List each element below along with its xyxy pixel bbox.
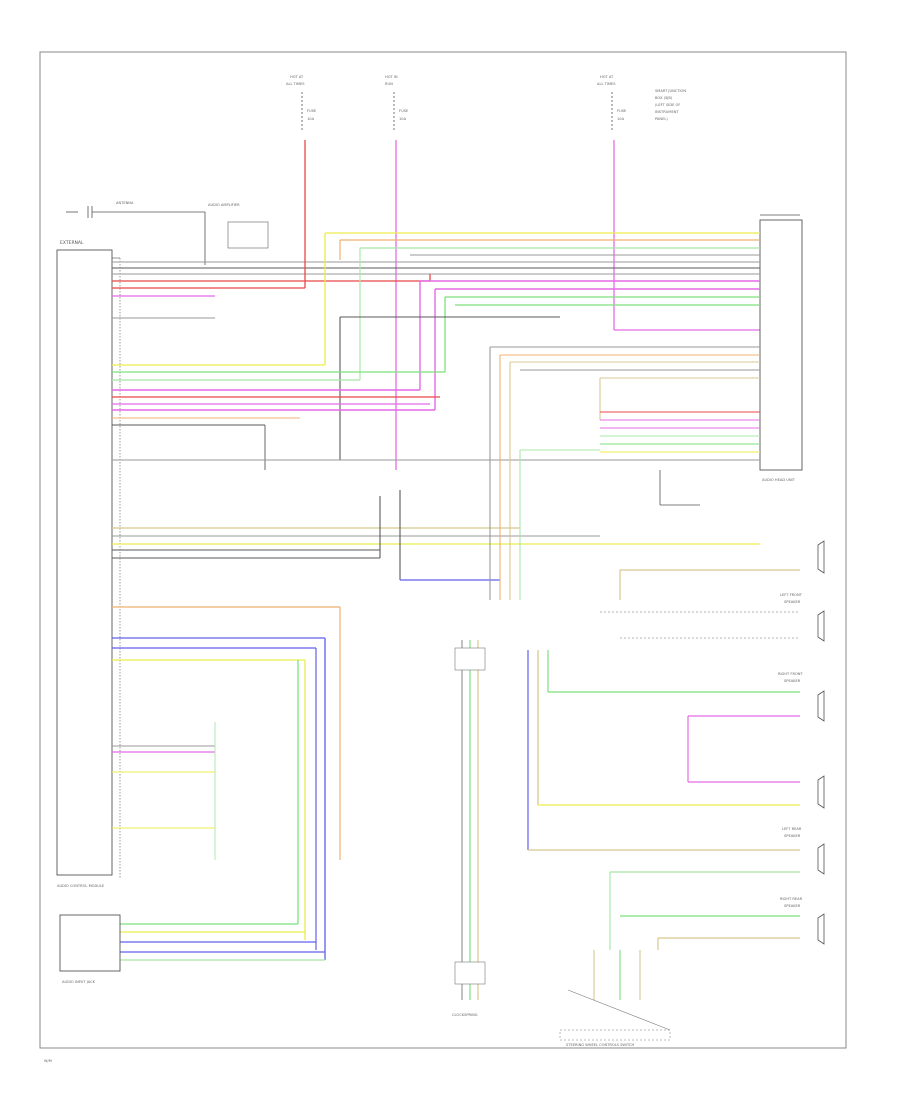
fuse-c-label-2: ALL TIMES: [597, 82, 616, 86]
antenna-block: ANTENNA AUDIO AMPLIFIER: [66, 201, 269, 265]
input-jack-body: [59, 914, 121, 972]
fuse-c-label-1: HOT AT: [600, 75, 614, 79]
middle-harness: [112, 364, 760, 581]
fuse-a-label-2: ALL TIMES: [286, 82, 305, 86]
speaker-label-4: SPEAKER: [784, 679, 801, 683]
fuse-a-label-1: HOT AT: [290, 75, 304, 79]
footer-code: W/M: [44, 1059, 52, 1063]
speaker-icon: [817, 610, 825, 642]
sjb-note-line-2: BOX (SJB): [655, 96, 673, 100]
speaker-runs: [527, 569, 800, 950]
top-harness: [112, 210, 760, 460]
lower-left-harness: [112, 606, 341, 961]
sjb-note-line-5: PANEL): [655, 117, 668, 121]
fuse-drop-c: HOT AT ALL TIMES FUSE 10A: [597, 75, 760, 331]
fuse-b-label-2: RUN: [385, 82, 393, 86]
fuse-a-fuse-rating: 10A: [307, 117, 315, 121]
fuse-drop-b: HOT IN RUN FUSE 10A: [385, 75, 409, 470]
steering-switch-caption: STEERING WHEEL CONTROLS SWITCH: [566, 1043, 634, 1047]
center-bundle: CLOCKSPRING: [452, 640, 486, 1017]
fuse-a-fuse: FUSE: [307, 109, 317, 113]
speaker-label-8: SPEAKER: [784, 904, 801, 908]
speaker-label-1: LEFT FRONT: [780, 593, 803, 597]
left-audio-module: EXTERNAL AUDIO CONTROL MODULE: [56, 240, 121, 888]
sjb-note-line-1: SMART JUNCTION: [655, 89, 686, 93]
speaker-label-3: RIGHT FRONT: [778, 672, 803, 676]
left-module-title: EXTERNAL: [60, 240, 84, 246]
speaker-icon: [817, 690, 825, 722]
speaker-label-2: SPEAKER: [784, 600, 801, 604]
speaker-label-6: SPEAKER: [784, 834, 801, 838]
diagram-frame: [39, 51, 847, 1049]
steering-wheel-switch: STEERING WHEEL CONTROLS SWITCH: [559, 950, 671, 1047]
fuse-b-fuse-rating: 10A: [399, 117, 407, 121]
fuse-c-fuse: FUSE: [617, 109, 627, 113]
clockspring-caption: CLOCKSPRING: [452, 1013, 478, 1017]
fuse-drop-a: HOT AT ALL TIMES FUSE 10A: [286, 75, 317, 210]
speaker-icon: [817, 775, 825, 809]
right-module-caption: AUDIO HEAD UNIT: [762, 478, 796, 482]
fuse-b-label-1: HOT IN: [385, 75, 398, 79]
audio-input-jack: AUDIO INPUT JACK: [59, 914, 121, 984]
sjb-note-line-3: (LEFT SIDE OF: [655, 103, 680, 107]
speaker-icon: [817, 843, 825, 875]
right-harness: [489, 346, 760, 600]
speaker-icon: [817, 540, 825, 574]
speaker-set: LEFT FRONT SPEAKER RIGHT FRONT SPEAKER L…: [778, 540, 825, 945]
right-audio-head-unit: AUDIO HEAD UNIT: [759, 214, 803, 482]
speaker-icon: [817, 913, 825, 945]
sjb-note-line-4: INSTRUMENT: [655, 110, 679, 114]
speaker-label-5: LEFT REAR: [782, 827, 802, 831]
fuse-c-fuse-rating: 10A: [617, 117, 625, 121]
right-module-body: [759, 219, 803, 471]
input-jack-caption: AUDIO INPUT JACK: [62, 980, 96, 984]
left-module-body: [56, 249, 113, 876]
amp-block-label: AUDIO AMPLIFIER: [208, 203, 240, 207]
speaker-label-7: RIGHT REAR: [780, 897, 803, 901]
top-right-note: SMART JUNCTION BOX (SJB) (LEFT SIDE OF I…: [655, 89, 686, 121]
antenna-label: ANTENNA: [116, 201, 134, 205]
fuse-b-fuse: FUSE: [399, 109, 409, 113]
left-module-caption-1: AUDIO CONTROL MODULE: [57, 884, 105, 888]
